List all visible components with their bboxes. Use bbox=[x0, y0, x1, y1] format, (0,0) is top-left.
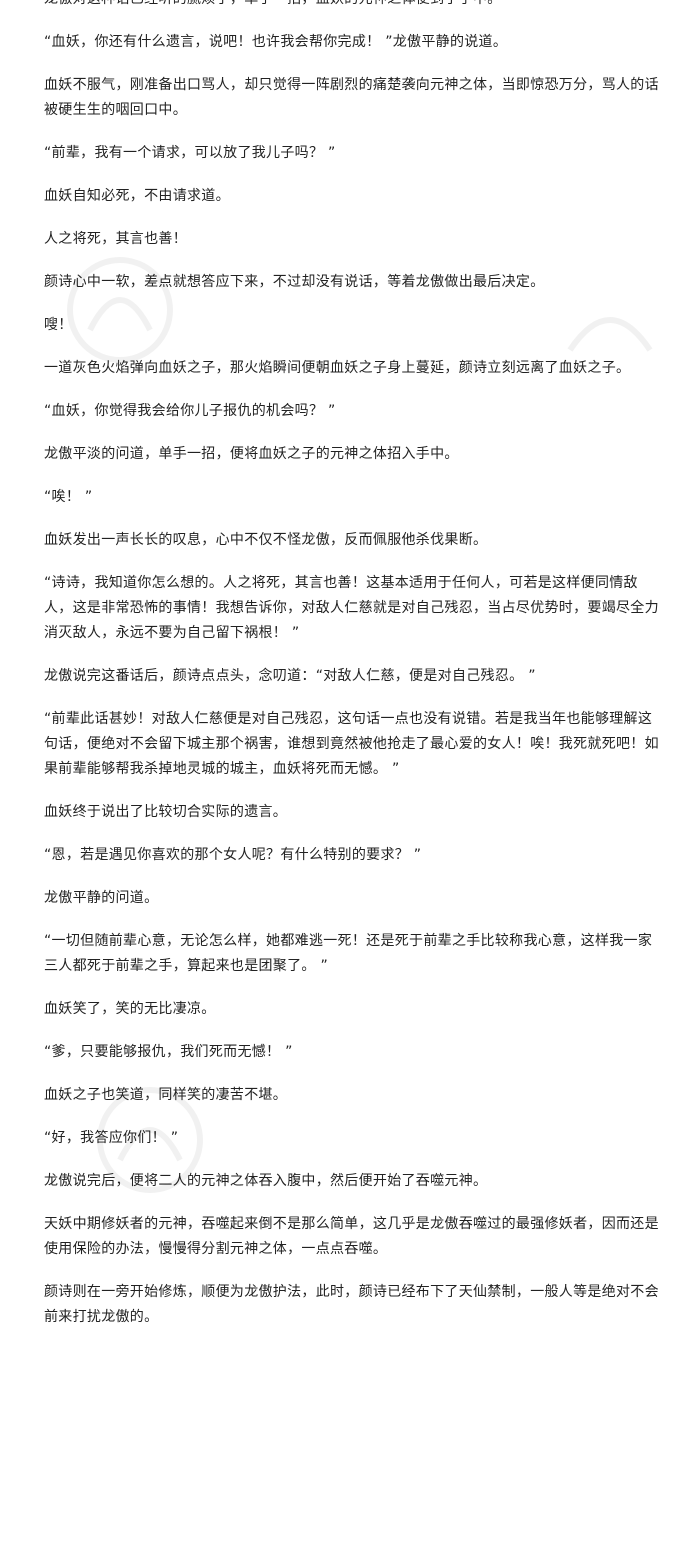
paragraph: 龙傲平淡的问道，单手一招，便将血妖之子的元神之体招入手中。 bbox=[44, 446, 459, 462]
paragraph: “血妖，你还有什么遗言，说吧！也许我会帮你完成！ ”龙傲平静的说道。 bbox=[44, 34, 508, 50]
paragraph: “爹，只要能够报仇，我们死而无憾！ ” bbox=[44, 1044, 293, 1060]
paragraph: “唉！ ” bbox=[44, 489, 93, 505]
paragraph: 一道灰色火焰弹向血妖之子，那火焰瞬间便朝血妖之子身上蔓延，颜诗立刻远离了血妖之子… bbox=[44, 360, 631, 376]
paragraph: 血妖发出一声长长的叹息，心中不仅不怪龙傲，反而佩服他杀伐果断。 bbox=[44, 532, 488, 548]
paragraph: “血妖，你觉得我会给你儿子报仇的机会吗？ ” bbox=[44, 403, 336, 419]
paragraph: 天妖中期修妖者的元神，吞噬起来倒不是那么简单，这几乎是龙傲吞噬过的最强修妖者，因… bbox=[44, 1216, 659, 1257]
paragraph: 血妖终于说出了比较切合实际的遗言。 bbox=[44, 804, 288, 820]
paragraph: 血妖不服气，刚准备出口骂人，却只觉得一阵剧烈的痛楚袭向元神之体，当即惊恐万分，骂… bbox=[44, 77, 659, 118]
chapter-text: 龙傲对这种话已经听的腻烦了，单手一招，血妖的元神之体便到了手中。 “血妖，你还有… bbox=[0, 0, 680, 1325]
paragraph: 龙傲对这种话已经听的腻烦了，单手一招，血妖的元神之体便到了手中。 bbox=[0, 0, 680, 12]
paragraph: 龙傲说完后，便将二人的元神之体吞入腹中，然后便开始了吞噬元神。 bbox=[44, 1173, 488, 1189]
paragraph: 颜诗心中一软，差点就想答应下来，不过却没有说话，等着龙傲做出最后决定。 bbox=[44, 274, 545, 290]
paragraph: 血妖笑了，笑的无比凄凉。 bbox=[44, 1001, 216, 1017]
paragraph: “前辈此话甚妙！对敌人仁慈便是对自己残忍，这句话一点也没有说错。若是我当年也能够… bbox=[44, 711, 659, 777]
paragraph: 龙傲平静的问道。 bbox=[44, 890, 159, 906]
paragraph: 人之将死，其言也善！ bbox=[44, 231, 187, 247]
paragraph: “一切但随前辈心意，无论怎么样，她都难逃一死！还是死于前辈之手比较称我心意，这样… bbox=[44, 933, 653, 974]
paragraph: 嗖！ bbox=[44, 317, 73, 333]
paragraph: 血妖之子也笑道，同样笑的凄苦不堪。 bbox=[44, 1087, 288, 1103]
paragraph: 血妖自知必死，不由请求道。 bbox=[44, 188, 230, 204]
paragraph: “好，我答应你们！ ” bbox=[44, 1130, 179, 1146]
paragraph: “前辈，我有一个请求，可以放了我儿子吗？ ” bbox=[44, 145, 336, 161]
paragraph: 龙傲说完这番话后，颜诗点点头，念叨道：“对敌人仁慈，便是对自己残忍。 ” bbox=[44, 668, 536, 684]
paragraph: “恩，若是遇见你喜欢的那个女人呢？有什么特别的要求？ ” bbox=[44, 847, 422, 863]
paragraph: “诗诗，我知道你怎么想的。人之将死，其言也善！这基本适用于任何人，可若是这样便同… bbox=[44, 575, 659, 641]
paragraph: 颜诗则在一旁开始修炼，顺便为龙傲护法，此时，颜诗已经布下了天仙禁制，一般人等是绝… bbox=[44, 1284, 659, 1325]
